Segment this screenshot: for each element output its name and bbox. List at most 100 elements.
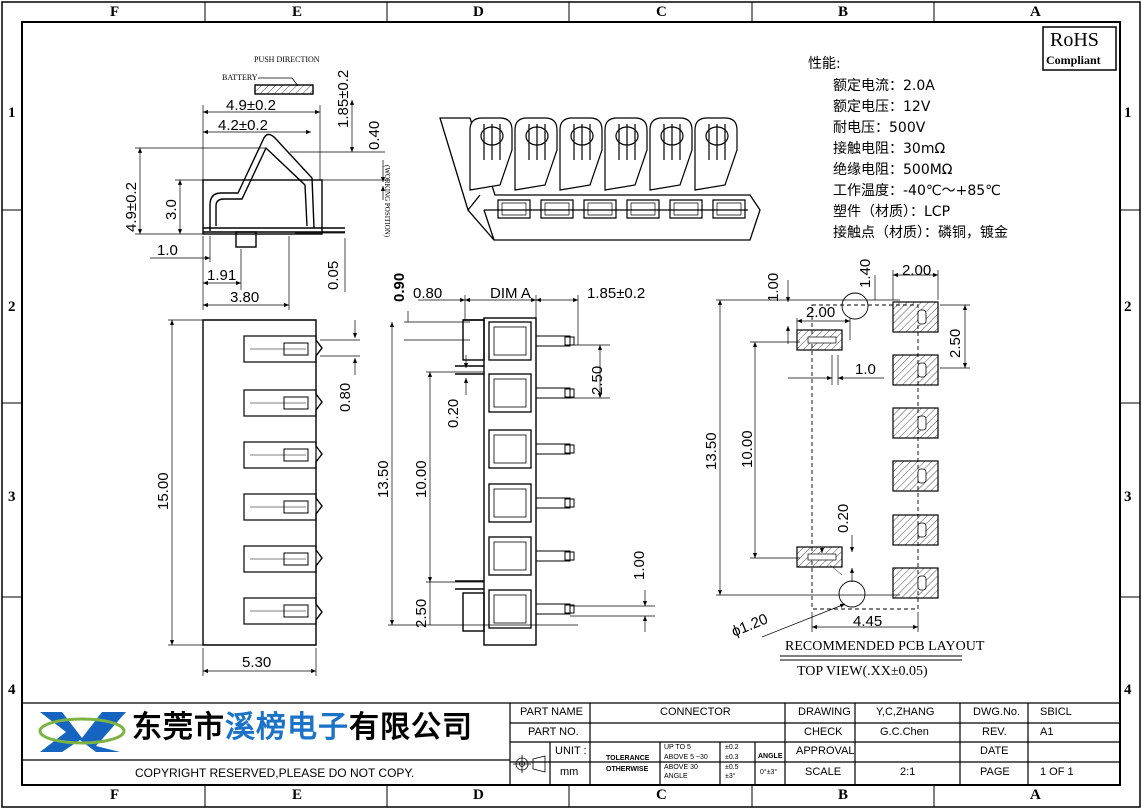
dim-4-2: 4.2±0.2 — [218, 117, 268, 134]
page-label: PAGE — [980, 766, 1010, 778]
dim-1-85-front: 1.85±0.2 — [587, 285, 646, 302]
part-name-value: CONNECTOR — [660, 706, 731, 718]
dim-1-0: 1.0 — [157, 242, 178, 259]
iso-contact-window — [712, 199, 746, 219]
tol-row: UP TO 5 — [664, 744, 691, 751]
date-label: DATE — [980, 745, 1009, 757]
zone-col-f: F — [110, 4, 120, 20]
dim-0-80-top: 0.80 — [337, 382, 354, 412]
pcb-tab-slot — [807, 336, 837, 344]
zone-col-d-bottom: D — [473, 787, 484, 803]
rev-value: A1 — [1040, 726, 1054, 738]
front-view-solder-tip — [564, 444, 575, 454]
front-view-contact-window — [488, 589, 532, 629]
front-view-solder-tip — [564, 551, 575, 561]
spec-line: 工作温度：-40℃～+85℃ — [833, 183, 1001, 199]
iso-contact-inner — [630, 202, 656, 216]
zone-col-c-bottom: C — [656, 787, 667, 803]
front-view-solder-tip — [564, 388, 575, 398]
spec-line: 塑件（材质）：LCP — [833, 204, 951, 220]
top-view-dims — [168, 319, 360, 676]
page-value: 1 OF 1 — [1040, 766, 1074, 778]
zone-row-2-right: 2 — [1124, 299, 1132, 315]
battery-block — [254, 84, 314, 95]
pcb-pad-slot — [917, 309, 927, 325]
top-view-contact-slot — [243, 493, 317, 521]
tol-row: ANGLE — [664, 773, 688, 780]
dim-0-90: 0.90 — [391, 272, 408, 302]
dim-0-20-pcb: 0.20 — [835, 503, 852, 533]
zone-row-4-right: 4 — [1124, 682, 1132, 698]
zone-col-b: B — [838, 4, 849, 20]
dim-a: DIM A — [490, 285, 531, 302]
company-logo — [38, 712, 126, 752]
otherwise-label: OTHERWISE — [606, 766, 649, 773]
pcb-pad — [892, 460, 939, 492]
side-view — [202, 77, 345, 248]
pcb-pad-slot — [917, 362, 927, 378]
front-view-solder-tail — [535, 603, 571, 615]
front-view-contact-inner — [493, 488, 527, 518]
iso-contact-loop — [660, 126, 684, 146]
front-view-solder-tail — [535, 497, 571, 509]
zone-col-a: A — [1030, 4, 1041, 20]
spec-line: 接触电阻：30mΩ — [833, 141, 946, 157]
copyright-notice: COPYRIGHT RESERVED,PLEASE DO NOT COPY. — [135, 766, 415, 780]
front-view-solder-tail — [535, 443, 571, 455]
iso-contact-spring — [604, 117, 648, 191]
spec-line: 接触点（材质）：磷铜，镀金 — [833, 225, 1008, 241]
front-view-solder-tail — [535, 387, 571, 399]
iso-contact-window — [540, 199, 574, 219]
front-view-solder-tip — [564, 604, 575, 614]
iso-contact-window — [626, 199, 660, 219]
dim-0-80-front: 0.80 — [413, 285, 443, 302]
front-view-solder-tail — [535, 335, 571, 347]
zone-col-c: C — [656, 4, 667, 20]
dim-13-50-pcb: 13.50 — [703, 432, 720, 470]
pcb-pad-slot — [917, 468, 927, 484]
front-view-dims — [388, 295, 655, 632]
pcb-pad-slot — [917, 415, 927, 431]
spec-line: 额定电压：12V — [833, 99, 931, 115]
title-block — [22, 702, 1120, 785]
iso-contact-window — [669, 199, 703, 219]
front-view-contact-inner — [493, 541, 527, 571]
tol-val: ±0.3 — [725, 754, 739, 761]
scale-value: 2:1 — [900, 766, 916, 778]
iso-contact-spring — [559, 117, 603, 191]
front-view-contact-inner — [493, 378, 527, 408]
dwg-no-value: SBICL — [1040, 706, 1072, 718]
dim-5-30: 5.30 — [242, 654, 272, 671]
iso-contact-loop — [570, 126, 594, 146]
zone-row-1-right: 1 — [1124, 105, 1132, 121]
dim-4-9-vertical: 4.9±0.2 — [123, 182, 140, 232]
front-view-solder-tip — [564, 498, 575, 508]
dim-10-00-front: 10.00 — [413, 460, 430, 498]
dim-2-50-pcb: 2.50 — [947, 328, 964, 358]
iso-contact-loop — [480, 126, 504, 146]
pcb-caption: RECOMMENDED PCB LAYOUT — [785, 639, 985, 654]
drawing-value: Y,C,ZHANG — [876, 706, 935, 718]
angle-value: 0°±3° — [760, 769, 778, 776]
iso-contact-inner — [587, 202, 613, 216]
dim-0-20-front: 0.20 — [445, 398, 462, 428]
zone-col-b-bottom: B — [838, 787, 849, 803]
side-view-dims — [135, 100, 390, 310]
pcb-pad — [892, 567, 939, 599]
tol-val: ±0.5 — [725, 764, 739, 771]
rev-label: REV. — [982, 726, 1007, 738]
dim-4-45-pcb: 4.45 — [853, 613, 883, 630]
top-view-contact-slot — [243, 545, 317, 573]
front-view-contact-window — [488, 373, 532, 413]
dim-10-00-pcb: 10.00 — [739, 430, 756, 468]
check-label: CHECK — [804, 726, 843, 738]
pcb-pad — [892, 514, 939, 546]
iso-contact-inner — [501, 202, 527, 216]
check-value: G.C.Chen — [880, 726, 929, 738]
dim-2-00-pcb-pad: 2.00 — [806, 304, 836, 321]
tol-row: ABOVE 30 — [664, 764, 698, 771]
rohs-subtitle: Compliant — [1046, 53, 1101, 67]
projection-symbol — [513, 755, 546, 773]
pcb-pad-slot — [917, 575, 927, 591]
iso-contact-inner — [716, 202, 742, 216]
